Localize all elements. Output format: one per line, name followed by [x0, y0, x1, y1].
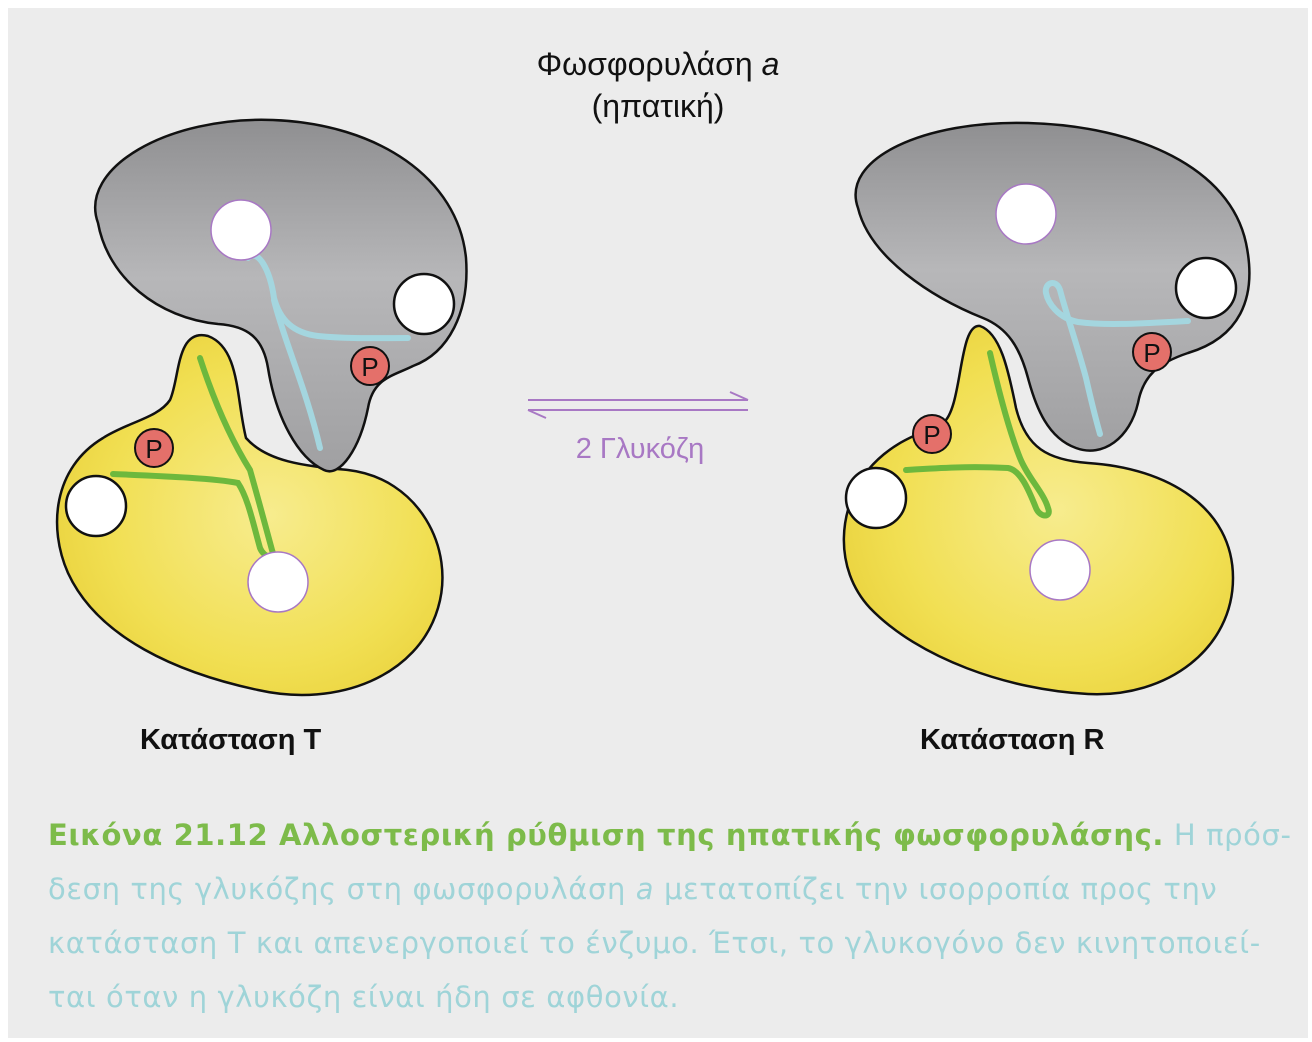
t-phosphate-gray-label: P: [361, 352, 378, 382]
caption-line-1-rest: Η πρόσ-: [1174, 818, 1292, 852]
equilibrium-arrows: [528, 392, 748, 418]
t-state-label: Κατάσταση T: [140, 724, 321, 757]
t-site-gray-top: [211, 200, 271, 260]
t-site-yellow-bottom: [248, 552, 308, 612]
caption-lead: Εικόνα 21.12 Αλλοστερική ρύθμιση της ηπα…: [48, 818, 1164, 852]
t-site-yellow-left: [66, 476, 126, 536]
allosteric-diagram: P P 2 Γλυκόζη: [8, 8, 1308, 768]
r-state-enzyme: P P: [844, 123, 1250, 694]
figure-panel: Φωσφορυλάση a (ηπατική): [8, 8, 1308, 1038]
figure-caption: Εικόνα 21.12 Αλλοστερική ρύθμιση της ηπα…: [48, 808, 1298, 1024]
r-site-gray-top: [996, 184, 1056, 244]
arrow-label: 2 Γλυκόζη: [576, 433, 705, 465]
r-site-yellow-left: [846, 468, 906, 528]
r-site-gray-right: [1176, 258, 1236, 318]
caption-line-1: Εικόνα 21.12 Αλλοστερική ρύθμιση της ηπα…: [48, 808, 1298, 862]
caption-line-2-a: δεση της γλυκόζης στη φωσφορυλάση: [48, 872, 626, 906]
caption-line-2-italic: a: [636, 872, 654, 906]
r-phosphate-gray-label: P: [1143, 338, 1160, 368]
r-phosphate-yellow-label: P: [923, 420, 940, 450]
caption-line-2-b: μετατοπίζει την ισορροπία προς την: [664, 872, 1217, 906]
caption-line-2: δεση της γλυκόζης στη φωσφορυλάση a μετα…: [48, 862, 1298, 916]
t-state-enzyme: P P: [57, 120, 466, 695]
r-site-yellow-bottom: [1030, 540, 1090, 600]
t-site-gray-right: [394, 274, 454, 334]
r-state-label: Κατάσταση R: [920, 724, 1104, 757]
t-phosphate-yellow-label: P: [145, 434, 162, 464]
caption-line-3: κατάσταση T και απενεργοποιεί το ένζυμο.…: [48, 916, 1298, 970]
caption-line-4: ται όταν η γλυκόζη είναι ήδη σε αφθονία.: [48, 970, 1298, 1024]
